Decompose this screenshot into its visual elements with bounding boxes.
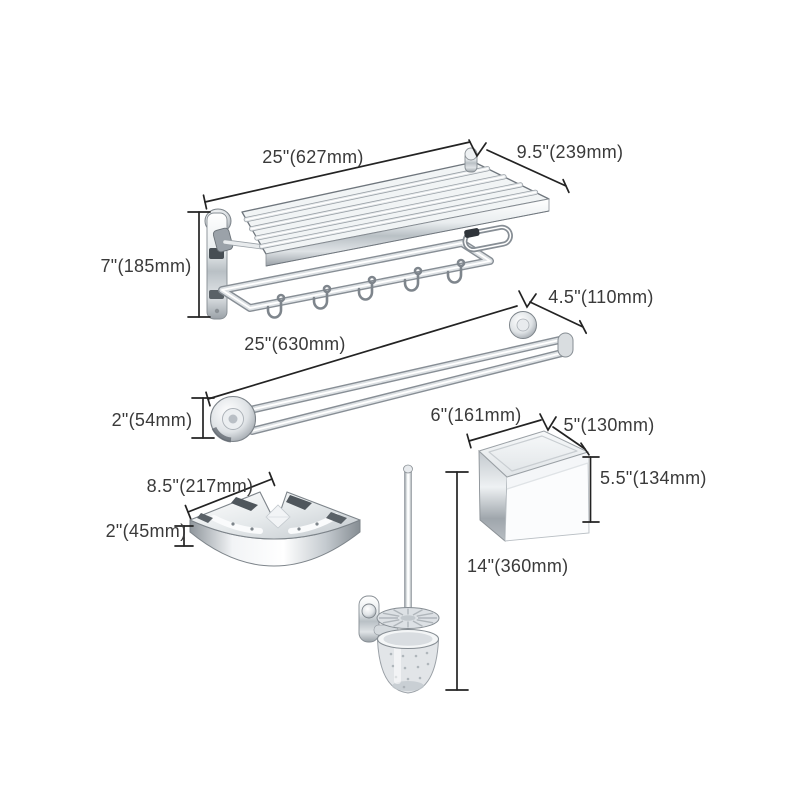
paper-holder-height-label: 5.5"(134mm): [600, 468, 707, 488]
frosted-glass-dots: [389, 651, 430, 689]
paper-holder-box: [478, 430, 590, 542]
towel-rack-width-label: 25"(627mm): [262, 147, 363, 167]
towel-rack-height-label: 7"(185mm): [100, 256, 191, 276]
towel-rack-depth-dimension: 9.5"(239mm): [486, 142, 624, 194]
paper-holder-width-label: 6"(161mm): [430, 405, 521, 425]
towel-rack-hooks: [266, 258, 466, 319]
paper-holder-depth-label: 5"(130mm): [563, 415, 654, 435]
towel-rack-height-dimension: 7"(185mm): [100, 211, 211, 318]
corner-shelf-height-label: 2"(45mm): [106, 521, 187, 541]
towel-rack-width-dimension: 25"(627mm): [202, 139, 487, 210]
corner-shelf-height-dimension: 2"(45mm): [106, 521, 194, 547]
toilet-brush-height-label: 14"(360mm): [467, 556, 568, 576]
towel-bar-depth-label: 4.5"(110mm): [548, 287, 653, 307]
paper-holder-height-dimension: 5.5"(134mm): [582, 456, 707, 523]
towel-rack-depth-label: 9.5"(239mm): [517, 142, 624, 162]
toilet-brush-height-dimension: 14"(360mm): [445, 471, 568, 691]
towel-bar-length-label: 25"(630mm): [244, 334, 345, 354]
toilet-brush-holder: [358, 464, 440, 694]
corner-shelf-width-dimension: 8.5"(217mm): [147, 471, 276, 520]
towel-bar-depth-dimension: 4.5"(110mm): [529, 287, 653, 335]
folding-towel-rack: [204, 147, 550, 320]
brush-lid-sunburst: [379, 608, 437, 628]
paper-holder-width-dimension: 6"(161mm): [430, 405, 557, 449]
paper-holder-depth-dimension: 5"(130mm): [552, 415, 654, 456]
corner-shelf: [189, 491, 361, 567]
towel-shelf-rails: [243, 166, 539, 249]
towel-bar-height-dimension: 2"(54mm): [112, 397, 215, 439]
double-towel-bar: [209, 311, 574, 443]
corner-shelf-width-label: 8.5"(217mm): [147, 476, 254, 496]
towel-bar-height-label: 2"(54mm): [112, 410, 193, 430]
towel-bar-length-dimension: 25"(630mm): [205, 290, 537, 407]
